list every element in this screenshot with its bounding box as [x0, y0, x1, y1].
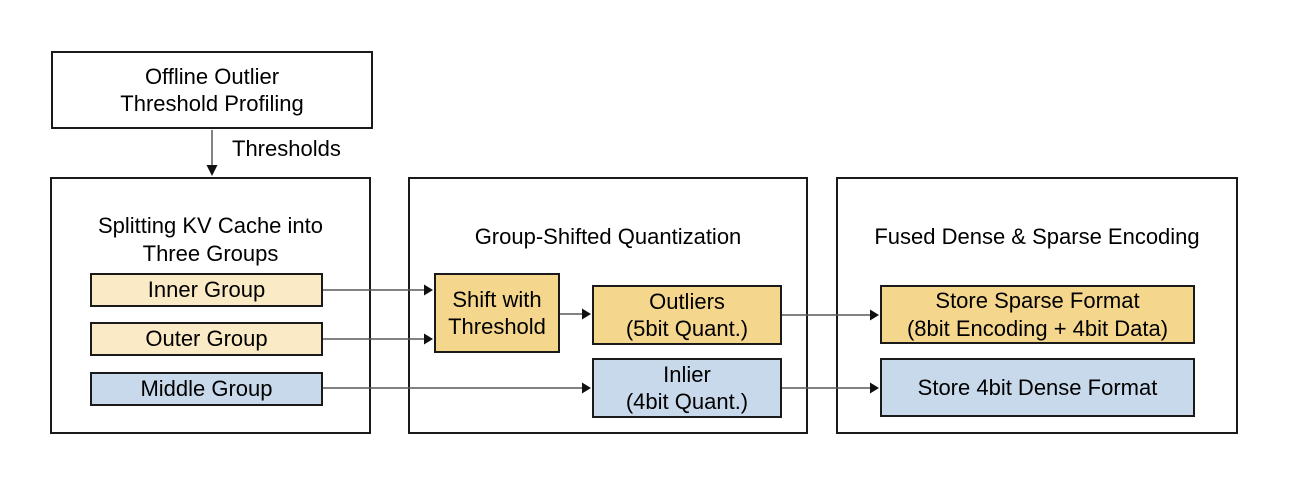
- outer-group-box: Outer Group: [90, 322, 323, 356]
- inner-group-label: Inner Group: [147, 277, 266, 303]
- store-dense-format-box: Store 4bit Dense Format: [880, 358, 1195, 417]
- inlier-box: Inlier (4bit Quant.): [592, 358, 782, 418]
- middle-group-label: Middle Group: [140, 376, 273, 402]
- inner-group-box: Inner Group: [90, 273, 323, 307]
- arrow-profiling-to-splitting-head: [206, 165, 218, 176]
- splitting-title: Splitting KV Cache into Three Groups: [97, 213, 324, 266]
- shift-with-threshold-label: Shift with Threshold: [448, 286, 546, 340]
- outliers-box: Outliers (5bit Quant.): [592, 285, 782, 345]
- splitting-container-box: Splitting KV Cache into Three Groups Inn…: [50, 177, 371, 434]
- outer-group-label: Outer Group: [145, 326, 268, 352]
- quantization-title: Group-Shifted Quantization: [474, 224, 742, 249]
- outliers-label: Outliers (5bit Quant.): [625, 288, 749, 342]
- middle-group-box: Middle Group: [90, 372, 323, 406]
- shift-with-threshold-box: Shift with Threshold: [434, 273, 560, 353]
- encoding-title: Fused Dense & Sparse Encoding: [874, 224, 1200, 249]
- quantization-container-box: Group-Shifted Quantization Shift with Th…: [408, 177, 808, 434]
- offline-profiling-label: Offline Outlier Threshold Profiling: [120, 63, 304, 117]
- store-sparse-format-label: Store Sparse Format (8bit Encoding + 4bi…: [906, 288, 1169, 341]
- inlier-label: Inlier (4bit Quant.): [625, 361, 749, 415]
- offline-profiling-box: Offline Outlier Threshold Profiling: [51, 51, 373, 129]
- encoding-container-box: Fused Dense & Sparse Encoding Store Spar…: [836, 177, 1238, 434]
- thresholds-label: Thresholds: [232, 136, 341, 161]
- store-sparse-format-box: Store Sparse Format (8bit Encoding + 4bi…: [880, 285, 1195, 344]
- store-dense-format-label: Store 4bit Dense Format: [917, 374, 1158, 400]
